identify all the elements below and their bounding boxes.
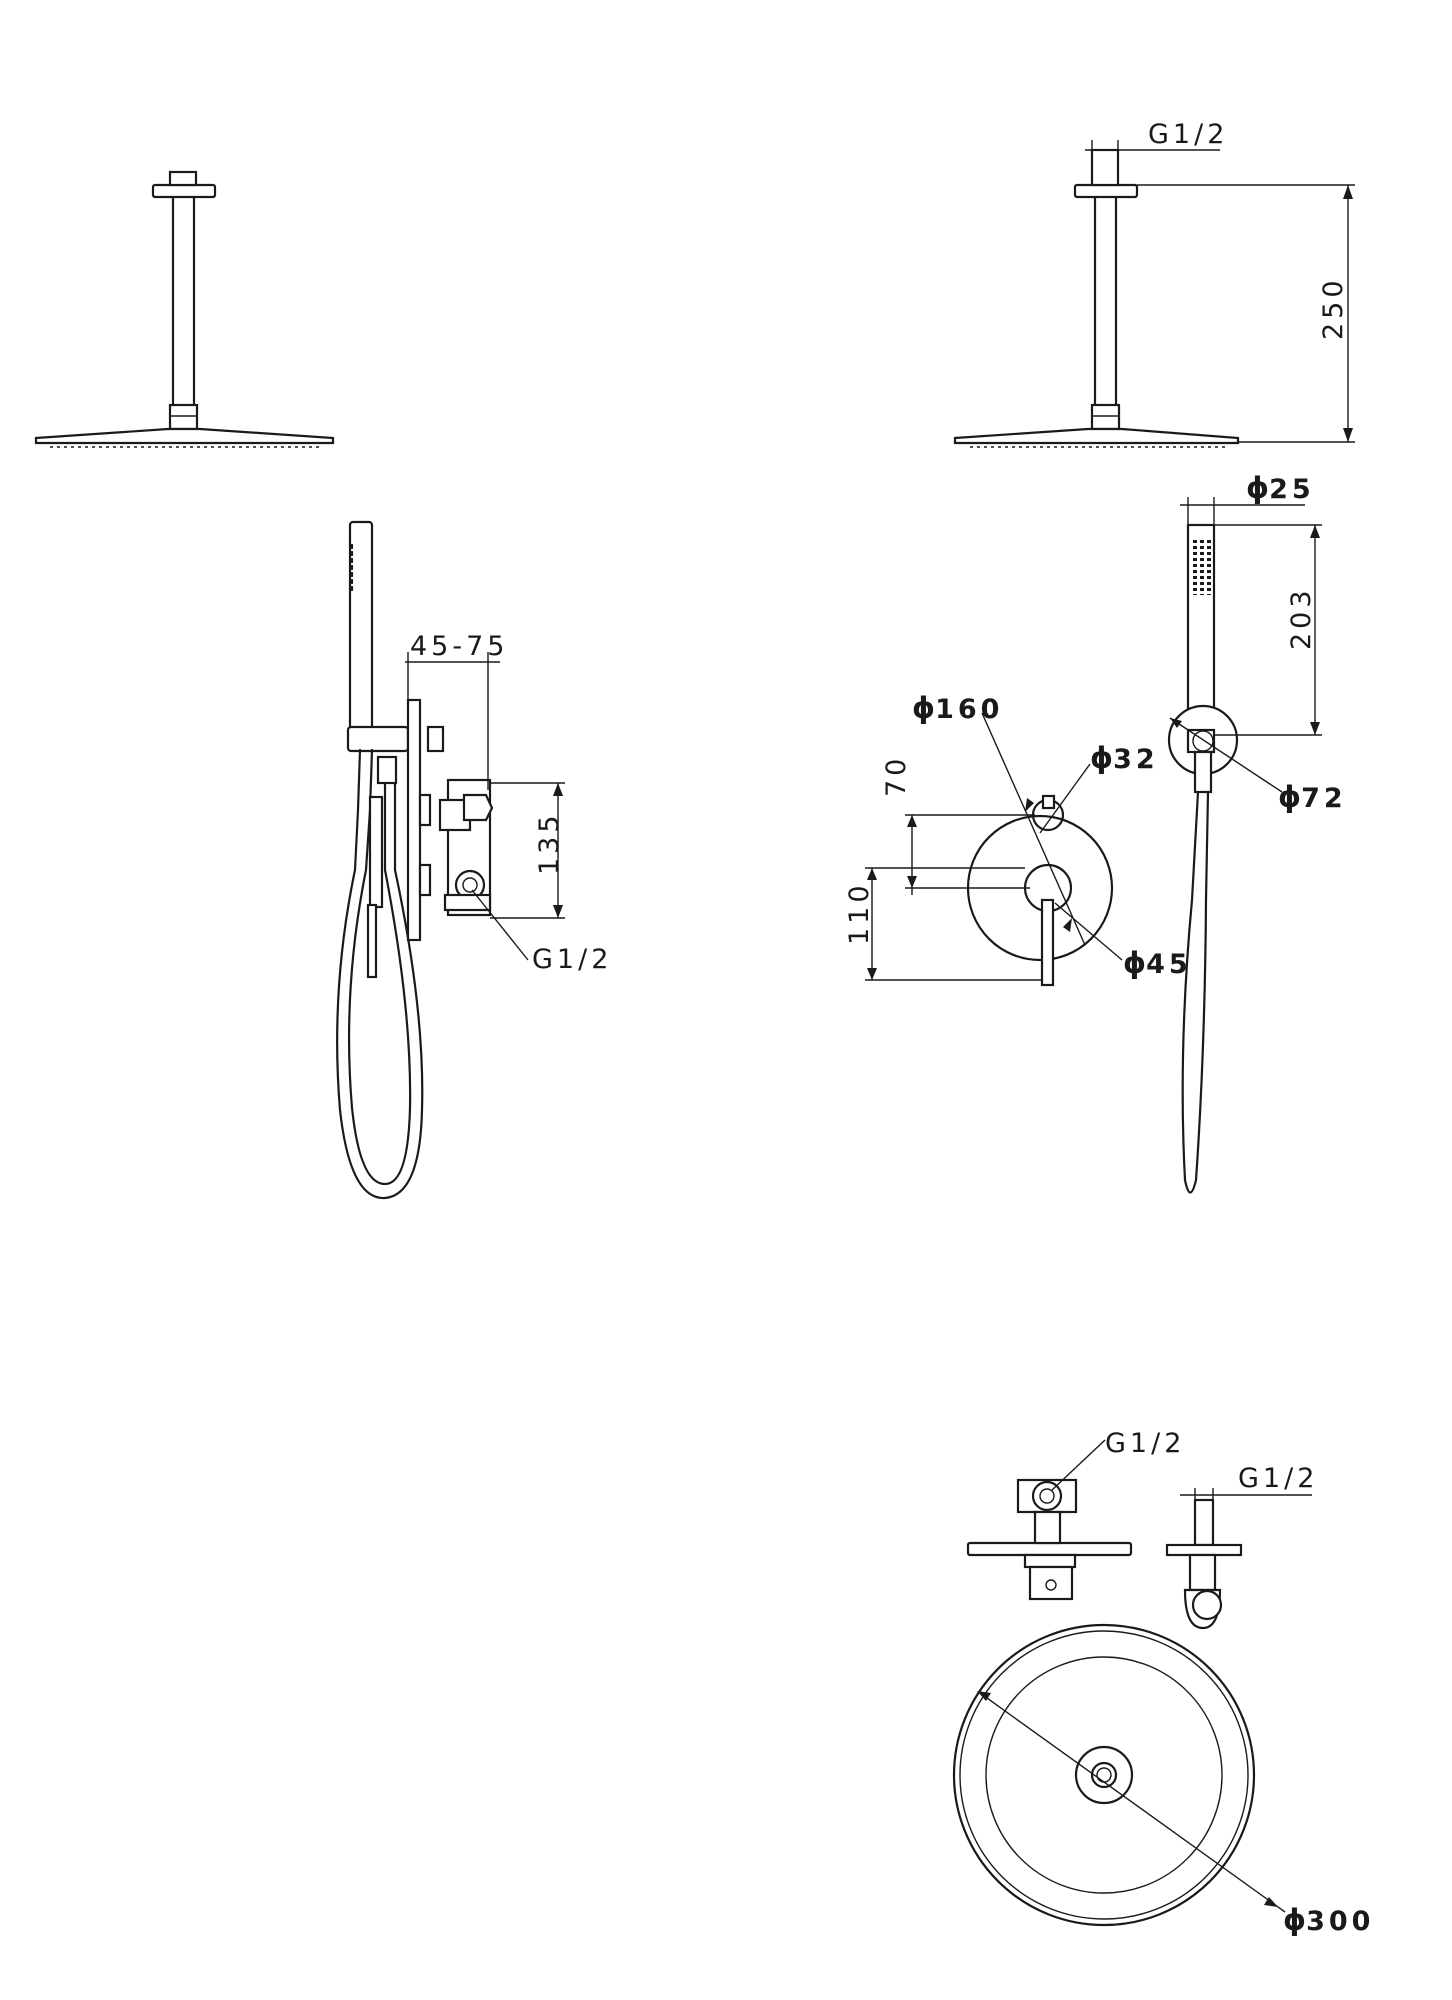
spacing-110-label: 110 <box>844 881 875 945</box>
knob-large-dia-label: ϕ45 <box>1123 946 1192 980</box>
handshower-dia-label: ϕ25 <box>1246 471 1315 505</box>
body-height-label: 135 <box>534 811 565 875</box>
flange-dia-label: ϕ160 <box>912 691 1003 725</box>
handshower-length-label: 203 <box>1286 586 1317 650</box>
rain-head-top-view <box>952 1623 1286 1927</box>
mixer-side-view <box>336 520 565 1200</box>
ceiling-arm-view-right <box>953 140 1355 448</box>
projection-label: 45-75 <box>410 631 508 662</box>
top-thread-label: G1/2 <box>1148 119 1228 150</box>
head-dia-label: ϕ300 <box>1283 1903 1374 1937</box>
bottom-thread-2-label: G1/2 <box>1238 1463 1318 1494</box>
spacing-70-label: 70 <box>881 755 912 797</box>
handshower-front-view <box>1167 497 1322 1194</box>
knob-small-dia-label: ϕ32 <box>1090 741 1159 775</box>
arm-length-label: 250 <box>1318 276 1349 340</box>
mixer-front-view <box>865 712 1123 987</box>
bottom-thread-1-label: G1/2 <box>1105 1428 1185 1459</box>
outlet-top-view <box>1165 1488 1312 1630</box>
valve-thread-label: G1/2 <box>532 944 612 975</box>
ceiling-arm-view-left <box>34 170 335 448</box>
holder-dia-label: ϕ72 <box>1278 780 1347 814</box>
valve-top-view <box>966 1439 1133 1601</box>
